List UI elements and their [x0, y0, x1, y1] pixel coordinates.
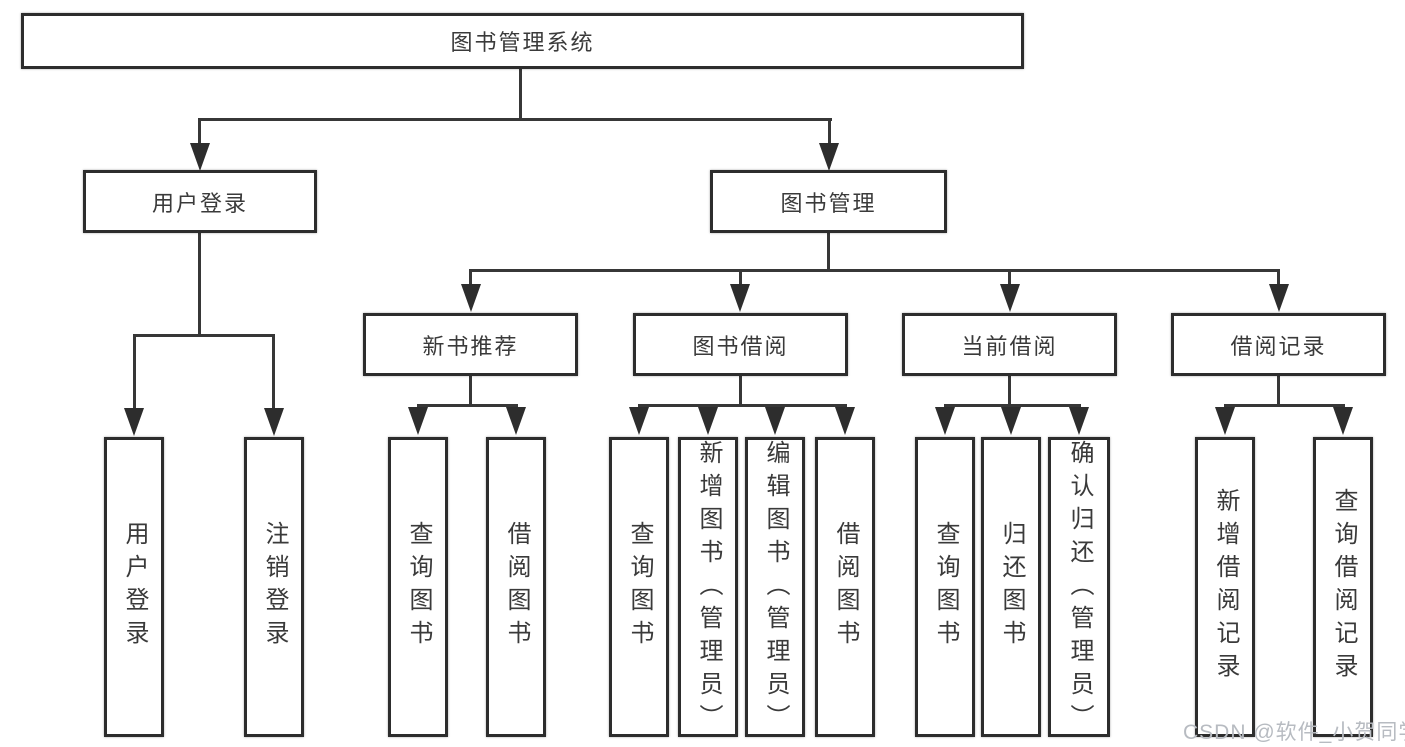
arrow-down-icon — [124, 408, 144, 436]
node-current-borrow: 当前借阅 — [902, 313, 1117, 376]
leaf-add-books-admin: 新增图书（管理员） — [678, 437, 738, 737]
node-borrow-record: 借阅记录 — [1171, 313, 1386, 376]
arrow-down-icon — [408, 407, 428, 435]
leaf-user-login-label: 用户登录 — [121, 521, 148, 653]
leaf-confirm-return-admin: 确认归还（管理员） — [1048, 437, 1110, 737]
node-root-label: 图书管理系统 — [450, 30, 595, 55]
leaf-query-books-current: 查询图书 — [915, 437, 975, 737]
connector-book-borrow-stem — [739, 376, 742, 406]
arrow-down-icon — [1001, 407, 1021, 435]
node-borrow-record-label: 借阅记录 — [1230, 333, 1327, 359]
leaf-add-borrow-record-label: 新增借阅记录 — [1212, 488, 1239, 686]
arrow-down-icon — [506, 407, 526, 435]
connector-drop-borrow-record — [1277, 269, 1280, 285]
arrow-down-icon — [1069, 407, 1089, 435]
node-user-login-label: 用户登录 — [151, 190, 248, 216]
leaf-query-books-newbook-label: 查询图书 — [405, 521, 432, 653]
node-book-borrow: 图书借阅 — [633, 313, 848, 376]
arrow-down-icon — [461, 284, 481, 312]
leaf-query-books-borrow-label: 查询图书 — [626, 521, 653, 653]
connector-drop-current-borrow — [1008, 269, 1011, 285]
leaf-borrow-books-newbook: 借阅图书 — [486, 437, 546, 737]
arrow-down-icon — [1333, 407, 1353, 435]
leaf-query-books-current-label: 查询图书 — [932, 521, 959, 653]
arrow-down-icon — [190, 143, 210, 171]
arrow-down-icon — [835, 407, 855, 435]
connector-borrow-record-stem — [1277, 376, 1280, 406]
leaf-borrow-books-newbook-label: 借阅图书 — [503, 521, 530, 653]
connector-drop-leaf-user-login — [133, 334, 136, 408]
node-book-borrow-label: 图书借阅 — [692, 333, 789, 359]
arrow-down-icon — [264, 408, 284, 436]
leaf-query-books-newbook: 查询图书 — [388, 437, 448, 737]
node-new-book-recommend: 新书推荐 — [363, 313, 578, 376]
leaf-return-books-label: 归还图书 — [998, 521, 1025, 653]
connector-book-management-hbar — [469, 269, 1280, 272]
arrow-down-icon — [765, 407, 785, 435]
leaf-query-borrow-record-label: 查询借阅记录 — [1330, 488, 1357, 686]
connector-user-login-stem — [198, 233, 201, 336]
leaf-edit-books-admin-label: 编辑图书（管理员） — [762, 440, 789, 737]
leaf-borrow-books: 借阅图书 — [815, 437, 875, 737]
arrow-down-icon — [629, 407, 649, 435]
leaf-user-login: 用户登录 — [104, 437, 164, 737]
connector-book-borrow-hbar — [638, 404, 847, 407]
node-book-management: 图书管理 — [710, 170, 947, 233]
arrow-down-icon — [819, 143, 839, 171]
arrow-down-icon — [1000, 284, 1020, 312]
leaf-edit-books-admin: 编辑图书（管理员） — [745, 437, 805, 737]
csdn-watermark: CSDN @软件_小贺同学 — [1183, 721, 1405, 744]
connector-drop-book-management — [828, 118, 831, 146]
connector-root-stem — [519, 69, 522, 121]
connector-drop-leaf-logout — [272, 334, 275, 408]
node-current-borrow-label: 当前借阅 — [961, 333, 1058, 359]
arrow-down-icon — [698, 407, 718, 435]
arrow-down-icon — [935, 407, 955, 435]
leaf-logout-login-label: 注销登录 — [261, 521, 288, 653]
connector-new-book-hbar — [417, 404, 518, 407]
leaf-query-borrow-record: 查询借阅记录 — [1313, 437, 1373, 737]
connector-book-management-stem — [827, 233, 830, 271]
connector-current-borrow-stem — [1008, 376, 1011, 406]
node-user-login: 用户登录 — [83, 170, 317, 233]
leaf-add-borrow-record: 新增借阅记录 — [1195, 437, 1255, 737]
arrow-down-icon — [1215, 407, 1235, 435]
leaf-query-books-borrow: 查询图书 — [609, 437, 669, 737]
node-book-management-label: 图书管理 — [780, 190, 877, 216]
leaf-logout-login: 注销登录 — [244, 437, 304, 737]
leaf-borrow-books-label: 借阅图书 — [832, 521, 859, 653]
leaf-add-books-admin-label: 新增图书（管理员） — [695, 440, 722, 737]
connector-borrow-record-hbar — [1224, 404, 1345, 407]
leaf-confirm-return-admin-label: 确认归还（管理员） — [1066, 440, 1093, 737]
connector-root-hbar — [198, 118, 832, 121]
connector-drop-new-book — [469, 269, 472, 285]
connector-current-borrow-hbar — [944, 404, 1081, 407]
connector-new-book-stem — [469, 376, 472, 406]
leaf-return-books: 归还图书 — [981, 437, 1041, 737]
connector-drop-user-login — [198, 118, 201, 146]
connector-user-login-hbar — [133, 334, 275, 337]
node-new-book-recommend-label: 新书推荐 — [422, 333, 519, 359]
arrow-down-icon — [730, 284, 750, 312]
connector-drop-book-borrow — [739, 269, 742, 285]
node-root: 图书管理系统 — [21, 13, 1024, 69]
arrow-down-icon — [1269, 284, 1289, 312]
